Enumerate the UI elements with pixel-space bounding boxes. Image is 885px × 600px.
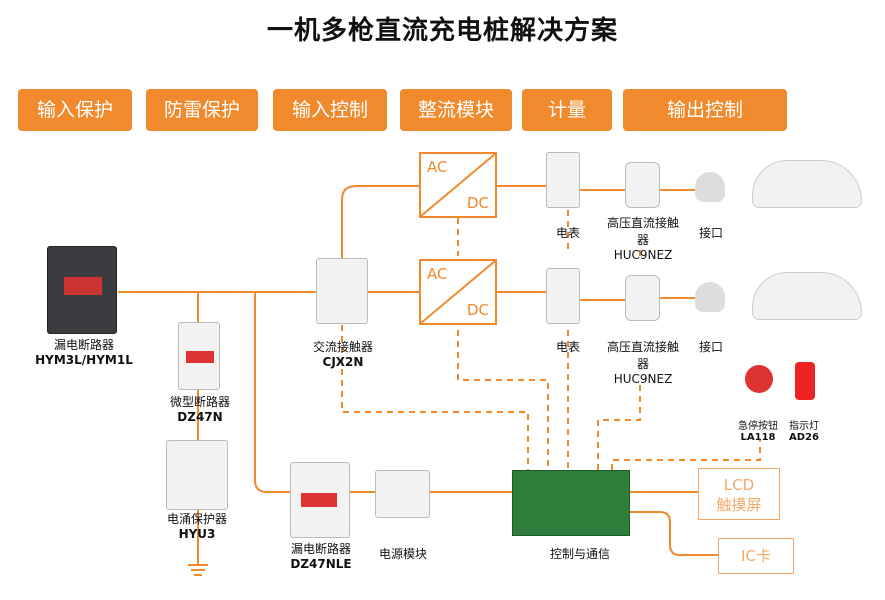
- contactor-name: 交流接触器: [312, 340, 373, 354]
- upper-ac-text: AC: [427, 158, 448, 176]
- contactor-image: [316, 258, 368, 324]
- stage-input-control: 输入控制: [273, 89, 387, 131]
- rcbo-model: DZ47NLE: [290, 557, 352, 571]
- estop-name: 急停按钮: [738, 421, 778, 432]
- stage-output-control: 输出控制: [623, 89, 787, 131]
- mcb-model: DZ47N: [177, 410, 223, 424]
- upper-dc-text: DC: [466, 194, 489, 212]
- upper-meter-image: [546, 152, 580, 208]
- dc-contactor-signal: [597, 250, 641, 470]
- upper-dc-contactor-model: HUC9NEZ: [613, 248, 673, 262]
- rcbo-red-handle: [301, 493, 337, 507]
- contactor-signal: [341, 325, 529, 470]
- indicator-light-image: [795, 362, 815, 400]
- mcb-label: 微型断路器 DZ47N: [160, 393, 240, 424]
- power-module-image: [375, 470, 430, 518]
- power-module-label: 电源模块: [378, 547, 427, 561]
- lower-dc-contactor-name: 高压直流接触器: [606, 340, 679, 371]
- lower-dc-contactor-image: [625, 275, 660, 321]
- estop-model: LA118: [740, 432, 776, 443]
- upper-port-image: [695, 172, 725, 202]
- indicator-model: AD26: [789, 432, 819, 443]
- lower-car-image: [752, 272, 862, 320]
- surge-protector-image: [166, 440, 228, 510]
- page-title: 一机多枪直流充电桩解决方案: [266, 16, 618, 46]
- upper-meter-label: 电表: [555, 226, 580, 240]
- main-breaker-name: 漏电断路器: [53, 338, 114, 352]
- lcd-touchscreen-box: LCD 触摸屏: [698, 468, 780, 520]
- indicator-name: 指示灯: [789, 421, 819, 432]
- upper-acdc-diagonal: [421, 154, 495, 216]
- lower-rectifier-signal: [457, 330, 549, 470]
- upper-dc-contactor-label: 高压直流接触器 HUC9NEZ: [604, 214, 682, 262]
- lower-ac-text: AC: [427, 265, 448, 283]
- ic-link-line: [630, 511, 718, 556]
- upper-ac-line: [341, 185, 420, 258]
- lower-port-image: [695, 282, 725, 312]
- stage-lightning-protection: 防雷保护: [146, 89, 258, 131]
- rcbo-image: [290, 462, 350, 538]
- upper-car-image: [752, 160, 862, 208]
- rcbo-label: 漏电断路器 DZ47NLE: [276, 540, 366, 571]
- ground-symbol: [188, 564, 208, 576]
- controller-label: 控制与通信: [549, 547, 610, 561]
- rcbo-feed-line: [254, 292, 290, 493]
- mcb-image: [178, 322, 220, 390]
- ic-card-box: IC卡: [718, 538, 794, 574]
- lower-dc-contactor-model: HUC9NEZ: [613, 372, 673, 386]
- lower-meter-label: 电表: [555, 340, 580, 354]
- controller-board-image: [512, 470, 630, 536]
- touchscreen-text: 触摸屏: [716, 496, 762, 514]
- upper-port-label: 接口: [698, 226, 723, 240]
- button-signal: [611, 440, 761, 470]
- indicator-label: 指示灯 AD26: [780, 417, 828, 443]
- breaker-red-handle: [64, 277, 102, 295]
- lower-dc-text: DC: [466, 301, 489, 319]
- lower-meter-image: [546, 268, 580, 324]
- upper-acdc-converter: AC DC: [419, 152, 497, 218]
- mcb-red-handle: [186, 351, 214, 363]
- surge-protector-label: 电涌保护器 HYU3: [154, 510, 240, 541]
- main-breaker-image: [47, 246, 117, 334]
- lower-port-label: 接口: [698, 340, 723, 354]
- surge-name: 电涌保护器: [166, 512, 227, 526]
- upper-dc-contactor-name: 高压直流接触器: [606, 216, 679, 247]
- lower-dc-contactor-label: 高压直流接触器 HUC9NEZ: [604, 338, 682, 386]
- surge-model: HYU3: [178, 527, 216, 541]
- lower-acdc-converter: AC DC: [419, 259, 497, 325]
- lower-acdc-diagonal: [421, 261, 495, 323]
- estop-image: [745, 365, 773, 393]
- main-breaker-label: 漏电断路器 HYM3L/HYM1L: [20, 336, 148, 367]
- contactor-model: CJX2N: [322, 355, 364, 369]
- contactor-label: 交流接触器 CJX2N: [300, 338, 386, 369]
- rcbo-name: 漏电断路器: [290, 542, 351, 556]
- lcd-text: LCD: [723, 476, 755, 494]
- mcb-name: 微型断路器: [169, 395, 230, 409]
- upper-dc-contactor-image: [625, 162, 660, 208]
- estop-label: 急停按钮 LA118: [728, 417, 788, 443]
- stage-metering: 计量: [522, 89, 612, 131]
- stage-input-protection: 输入保护: [18, 89, 132, 131]
- stage-rectifier: 整流模块: [400, 89, 512, 131]
- main-breaker-model: HYM3L/HYM1L: [35, 353, 133, 367]
